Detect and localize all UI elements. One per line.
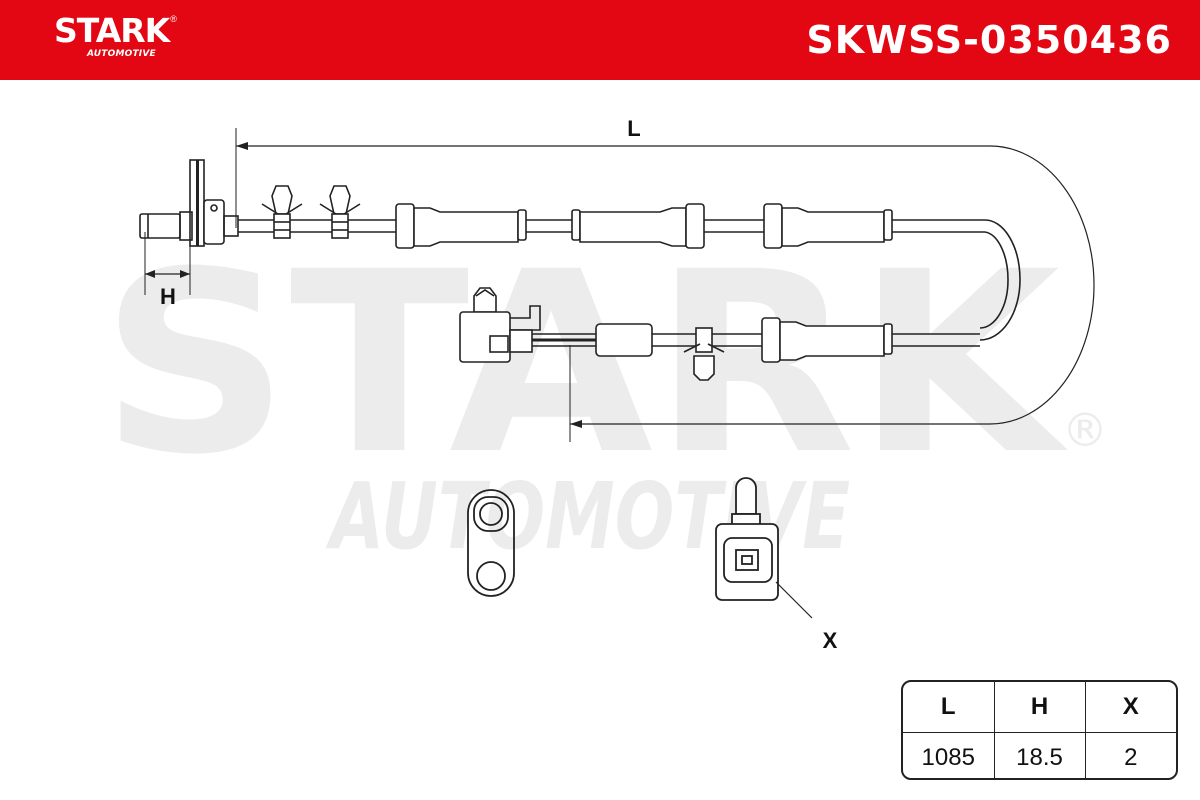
cable-grommet-icon [395,203,527,249]
part-number: SKWSS-0350436 [806,18,1172,62]
cable-grommet-icon [761,317,893,363]
spec-header-l: L [903,682,995,733]
watermark-main: STARK [100,218,1069,509]
spec-value-h: 18.5 [994,732,1086,778]
spec-value-l: 1085 [903,732,995,778]
connector-face-icon [715,477,813,619]
connector-plug-icon [459,287,596,363]
spec-value-x: 2 [1124,744,1138,771]
watermark-registered: ® [1062,403,1108,457]
watermark: STARK AUTOMOTIVE ® [100,218,1108,570]
header-bar: STARK® AUTOMOTIVE SKWSS-0350436 [0,0,1200,80]
mounting-bracket-icon [467,489,515,597]
length-label: L [627,116,640,141]
connector-label: X [823,628,838,653]
cable-grommet-icon [763,203,893,249]
spec-header-row: L H X [903,682,1176,733]
spec-header-h: H [994,682,1086,733]
brand-subtitle: AUTOMOTIVE [87,49,156,59]
spec-value-row: 1085 18.5 2 [903,732,1176,778]
cable-clip-icon [683,327,725,381]
cable-sleeve [595,323,653,357]
spec-header-x: X [1085,682,1176,733]
cable-clip-icon [319,185,361,239]
cable-grommet-icon [571,203,705,249]
abs-sensor-head-icon [139,159,239,247]
length-dimension [235,128,1095,442]
spec-table: L H X 1085 18.5 2 [901,680,1178,780]
brand-name: STARK [54,11,170,50]
brand-registered-mark: ® [170,14,177,24]
brand-logo: STARK® AUTOMOTIVE [54,11,177,60]
height-label: H [160,284,176,309]
cable-clip-icon [261,185,303,239]
